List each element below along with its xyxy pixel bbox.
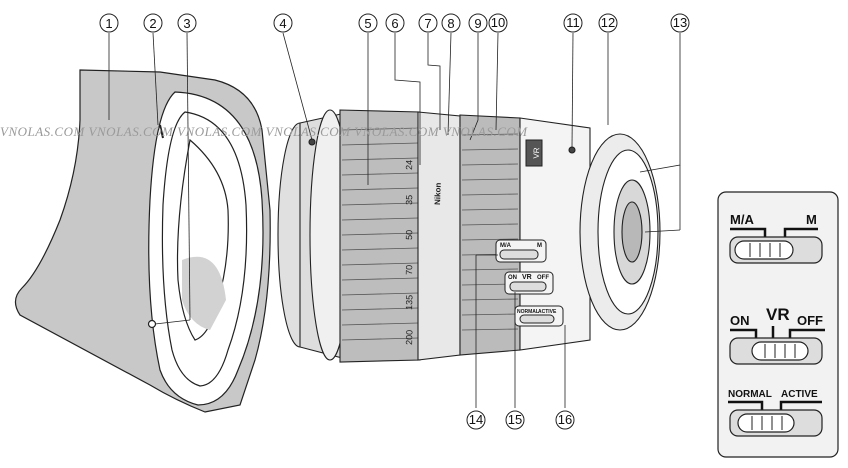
callout-6: 6: [385, 13, 405, 33]
callout-11: 11: [563, 13, 583, 33]
callout-14: 14: [466, 410, 486, 430]
svg-text:4: 4: [279, 16, 286, 31]
small-focus-m: M: [537, 243, 542, 249]
focus-mode-slider: [734, 240, 794, 260]
vr-mode-normal-label: NORMAL: [728, 389, 772, 400]
focus-mode-switch: M/A M: [729, 212, 823, 264]
callout-12: 12: [598, 13, 618, 33]
vr-mode-slider: [737, 413, 795, 433]
focal-mark-135: 135: [404, 295, 415, 310]
svg-text:7: 7: [424, 16, 431, 31]
svg-text:13: 13: [673, 15, 687, 30]
leader-lines: [108, 32, 681, 408]
focus-ring-ridges: [461, 133, 519, 331]
callout-16: 16: [555, 410, 575, 430]
callouts: 1 2 3 4 5 6 7 8 9 10 11 12 13 14 15 16: [99, 13, 690, 430]
callout-2: 2: [143, 13, 163, 33]
lens-markings: 24 35 50 70 135 200 Nikon VR: [404, 139, 543, 345]
vr-badge-label: VR: [532, 147, 541, 159]
small-focus-ma: M/A: [500, 243, 512, 249]
focal-mark-35: 35: [404, 195, 414, 205]
focal-mark-24: 24: [404, 160, 414, 170]
svg-text:12: 12: [601, 15, 615, 30]
callout-7: 7: [418, 13, 438, 33]
focal-mark-200: 200: [404, 330, 415, 345]
focal-mark-70: 70: [404, 265, 414, 275]
callout-15: 15: [505, 410, 525, 430]
svg-text:2: 2: [149, 16, 156, 31]
vr-switch: ON VR OFF: [729, 305, 825, 365]
svg-text:11: 11: [566, 15, 580, 30]
lens-hood: [14, 69, 271, 413]
callout-10: 10: [488, 13, 508, 33]
small-mode-normal: NORMAL: [517, 309, 539, 315]
callout-9: 9: [468, 13, 488, 33]
lens-switches-small: M/A M ON VR OFF NORMAL ACTIVE: [495, 239, 564, 327]
callout-1: 1: [99, 13, 119, 33]
svg-text:8: 8: [447, 16, 454, 31]
callout-13: 13: [670, 13, 690, 33]
focus-mode-m-label: M: [806, 212, 817, 227]
switch-panel: M/A M ON VR OFF NORMAL ACTIVE: [717, 191, 839, 458]
svg-text:14: 14: [469, 412, 483, 427]
svg-text:9: 9: [474, 16, 481, 31]
svg-text:3: 3: [183, 16, 190, 31]
small-vr-label: VR: [522, 274, 532, 281]
svg-text:16: 16: [558, 412, 572, 427]
lens-body: [277, 109, 661, 363]
vr-off-label: OFF: [797, 313, 823, 328]
small-vr-off: OFF: [537, 275, 549, 281]
vr-mode-active-label: ACTIVE: [781, 389, 818, 400]
small-mode-active: ACTIVE: [538, 309, 557, 315]
watermark: VNOLAS.COM VNOLAS.COM VNOLAS.COM VNOLAS.…: [0, 124, 528, 139]
vr-on-label: ON: [730, 313, 750, 328]
svg-text:15: 15: [508, 412, 522, 427]
callout-4: 4: [273, 13, 293, 33]
focal-mark-50: 50: [404, 230, 414, 240]
svg-text:5: 5: [364, 16, 371, 31]
callout-3: 3: [177, 13, 197, 33]
brand-text: Nikon: [433, 182, 443, 205]
vr-center-label: VR: [766, 305, 790, 324]
small-vr-on: ON: [508, 275, 517, 281]
svg-text:6: 6: [391, 16, 398, 31]
callout-8: 8: [441, 13, 461, 33]
focus-mode-ma-label: M/A: [730, 212, 754, 227]
zoom-ring-ridges: [341, 127, 419, 341]
svg-text:10: 10: [491, 15, 505, 30]
callout-5: 5: [358, 13, 378, 33]
vr-mode-switch: NORMAL ACTIVE: [728, 389, 823, 437]
vr-slider: [751, 341, 809, 361]
svg-text:1: 1: [105, 16, 112, 31]
vr-badge: [525, 139, 543, 167]
